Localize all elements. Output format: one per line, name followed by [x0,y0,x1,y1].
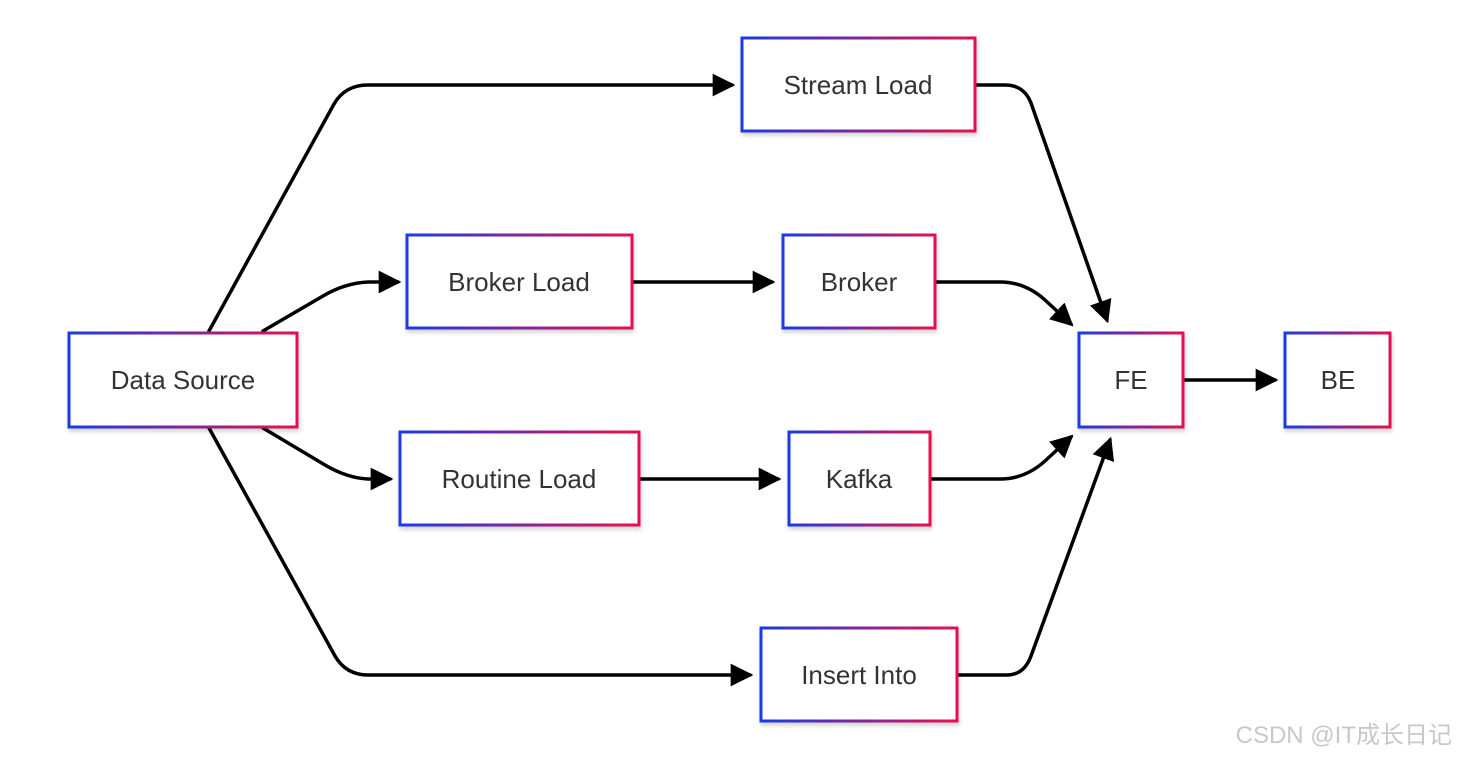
edge-kafka-fe [929,434,1074,481]
node-data-source: Data Source [67,331,299,429]
node-insert-into: Insert Into [759,626,959,723]
node-label: Broker [821,267,898,297]
node-be: BE [1283,331,1392,429]
node-fe: FE [1077,331,1185,429]
node-label: BE [1321,365,1356,395]
node-label: Data Source [111,365,256,395]
watermark: CSDN @IT成长日记 [1236,722,1452,749]
node-stream-load: Stream Load [740,36,977,133]
node-label: Broker Load [448,267,590,297]
edge-datasource-insertinto [207,426,754,687]
edges [207,73,1279,687]
edge-broker-fe [935,280,1074,327]
node-broker: Broker [781,233,937,330]
node-label: FE [1114,365,1147,395]
edge-insertinto-fe [956,436,1115,677]
edge-datasource-routineload [261,426,394,491]
edge-streamload-fe [975,83,1112,324]
node-label: Routine Load [442,464,597,494]
node-label: Stream Load [784,70,933,100]
edge-datasource-brokerload [261,270,402,333]
node-kafka: Kafka [787,430,932,527]
node-routine-load: Routine Load [398,430,641,527]
edge-datasource-streamload [207,73,736,333]
node-label: Kafka [826,464,893,494]
node-label: Insert Into [801,660,917,690]
node-broker-load: Broker Load [405,233,634,330]
